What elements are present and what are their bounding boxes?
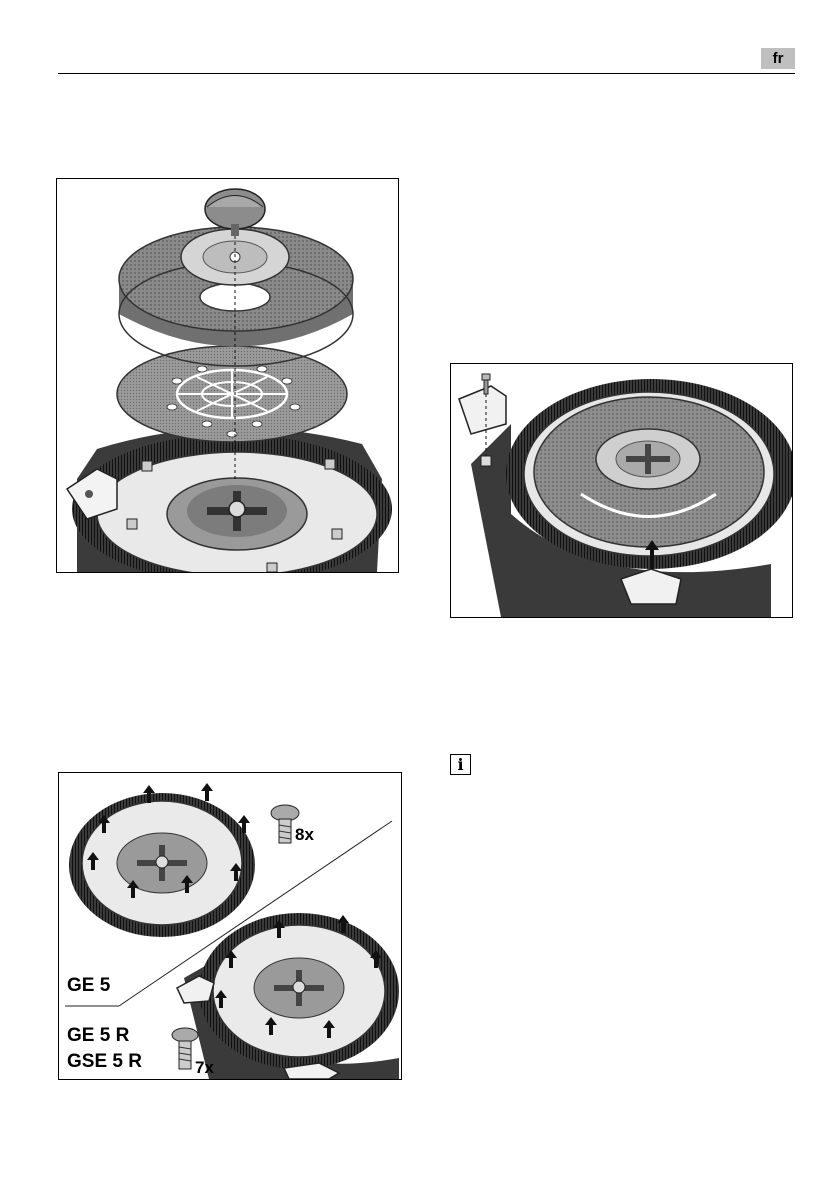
pad-exploded-illustration bbox=[57, 179, 398, 572]
label-gse5r: GSE 5 R bbox=[67, 1051, 142, 1072]
label-ge5r: GE 5 R bbox=[67, 1025, 130, 1046]
header-rule bbox=[58, 73, 795, 74]
figure-pad-assembled-view bbox=[450, 363, 793, 618]
info-icon: i bbox=[450, 754, 471, 775]
screw-layouts-illustration: 8x GE 5 GE 5 R GSE 5 R 7x bbox=[59, 773, 401, 1079]
screw-count-ge5r: 7x bbox=[195, 1058, 214, 1077]
figure-screw-layouts: 8x GE 5 GE 5 R GSE 5 R 7x bbox=[58, 772, 402, 1080]
label-ge5: GE 5 bbox=[67, 975, 111, 996]
figure-pad-exploded-view bbox=[56, 178, 399, 573]
pad-assembled-illustration bbox=[451, 364, 792, 617]
language-badge: fr bbox=[761, 48, 795, 69]
screw-count-ge5: 8x bbox=[295, 825, 314, 844]
